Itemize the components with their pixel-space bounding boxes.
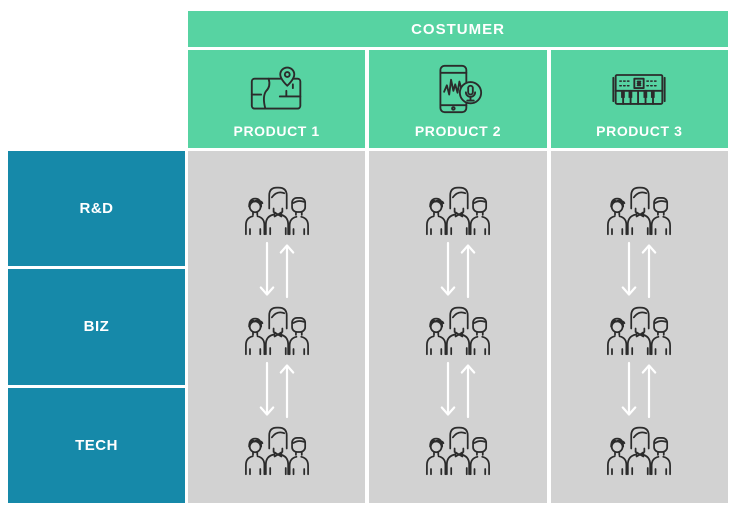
gps-map-icon xyxy=(249,64,305,114)
row-label-tech: TECH xyxy=(8,387,185,503)
product-3-header: PRODUCT 3 xyxy=(550,50,728,148)
row-label-biz: BIZ xyxy=(8,269,185,385)
team-of-three-people-icon xyxy=(424,183,492,237)
product-2-header: PRODUCT 2 xyxy=(369,50,547,148)
customer-header-band: COSTUMER xyxy=(188,11,728,47)
row-label-rd-text: R&D xyxy=(79,200,114,218)
team-of-three-people-icon xyxy=(243,303,311,357)
team-of-three-people-icon xyxy=(424,423,492,477)
two-way-vertical-arrows-icon xyxy=(254,361,300,419)
row-label-tech-text: TECH xyxy=(75,436,118,454)
team-of-three-people-icon xyxy=(605,423,673,477)
team-of-three-people-icon xyxy=(605,183,673,237)
product-1-label: PRODUCT 1 xyxy=(233,123,320,139)
two-way-vertical-arrows-icon xyxy=(435,241,481,299)
two-way-vertical-arrows-icon xyxy=(616,241,662,299)
phone-voice-recorder-icon xyxy=(430,64,486,114)
grid-column-product-2 xyxy=(369,151,547,503)
product-3-label: PRODUCT 3 xyxy=(596,123,683,139)
team-of-three-people-icon xyxy=(243,183,311,237)
product-2-label: PRODUCT 2 xyxy=(414,123,502,139)
team-of-three-people-icon xyxy=(243,423,311,477)
grid-column-product-3 xyxy=(550,151,728,503)
team-of-three-people-icon xyxy=(424,303,492,357)
product-header-row: PRODUCT 1 PRODUCT 2 PRODUCT 3 xyxy=(188,50,728,148)
row-label-rd: R&D xyxy=(8,151,185,267)
product-1-header: PRODUCT 1 xyxy=(188,50,366,148)
matrix-grid xyxy=(188,151,728,503)
department-label-column: R&D BIZ TECH xyxy=(8,151,185,503)
two-way-vertical-arrows-icon xyxy=(435,361,481,419)
row-label-biz-text: BIZ xyxy=(83,318,110,336)
grid-column-product-1 xyxy=(188,151,366,503)
synthesizer-keyboard-icon xyxy=(611,64,667,114)
customer-header-label: COSTUMER xyxy=(411,20,505,38)
two-way-vertical-arrows-icon xyxy=(254,241,300,299)
two-way-vertical-arrows-icon xyxy=(616,361,662,419)
team-of-three-people-icon xyxy=(605,303,673,357)
